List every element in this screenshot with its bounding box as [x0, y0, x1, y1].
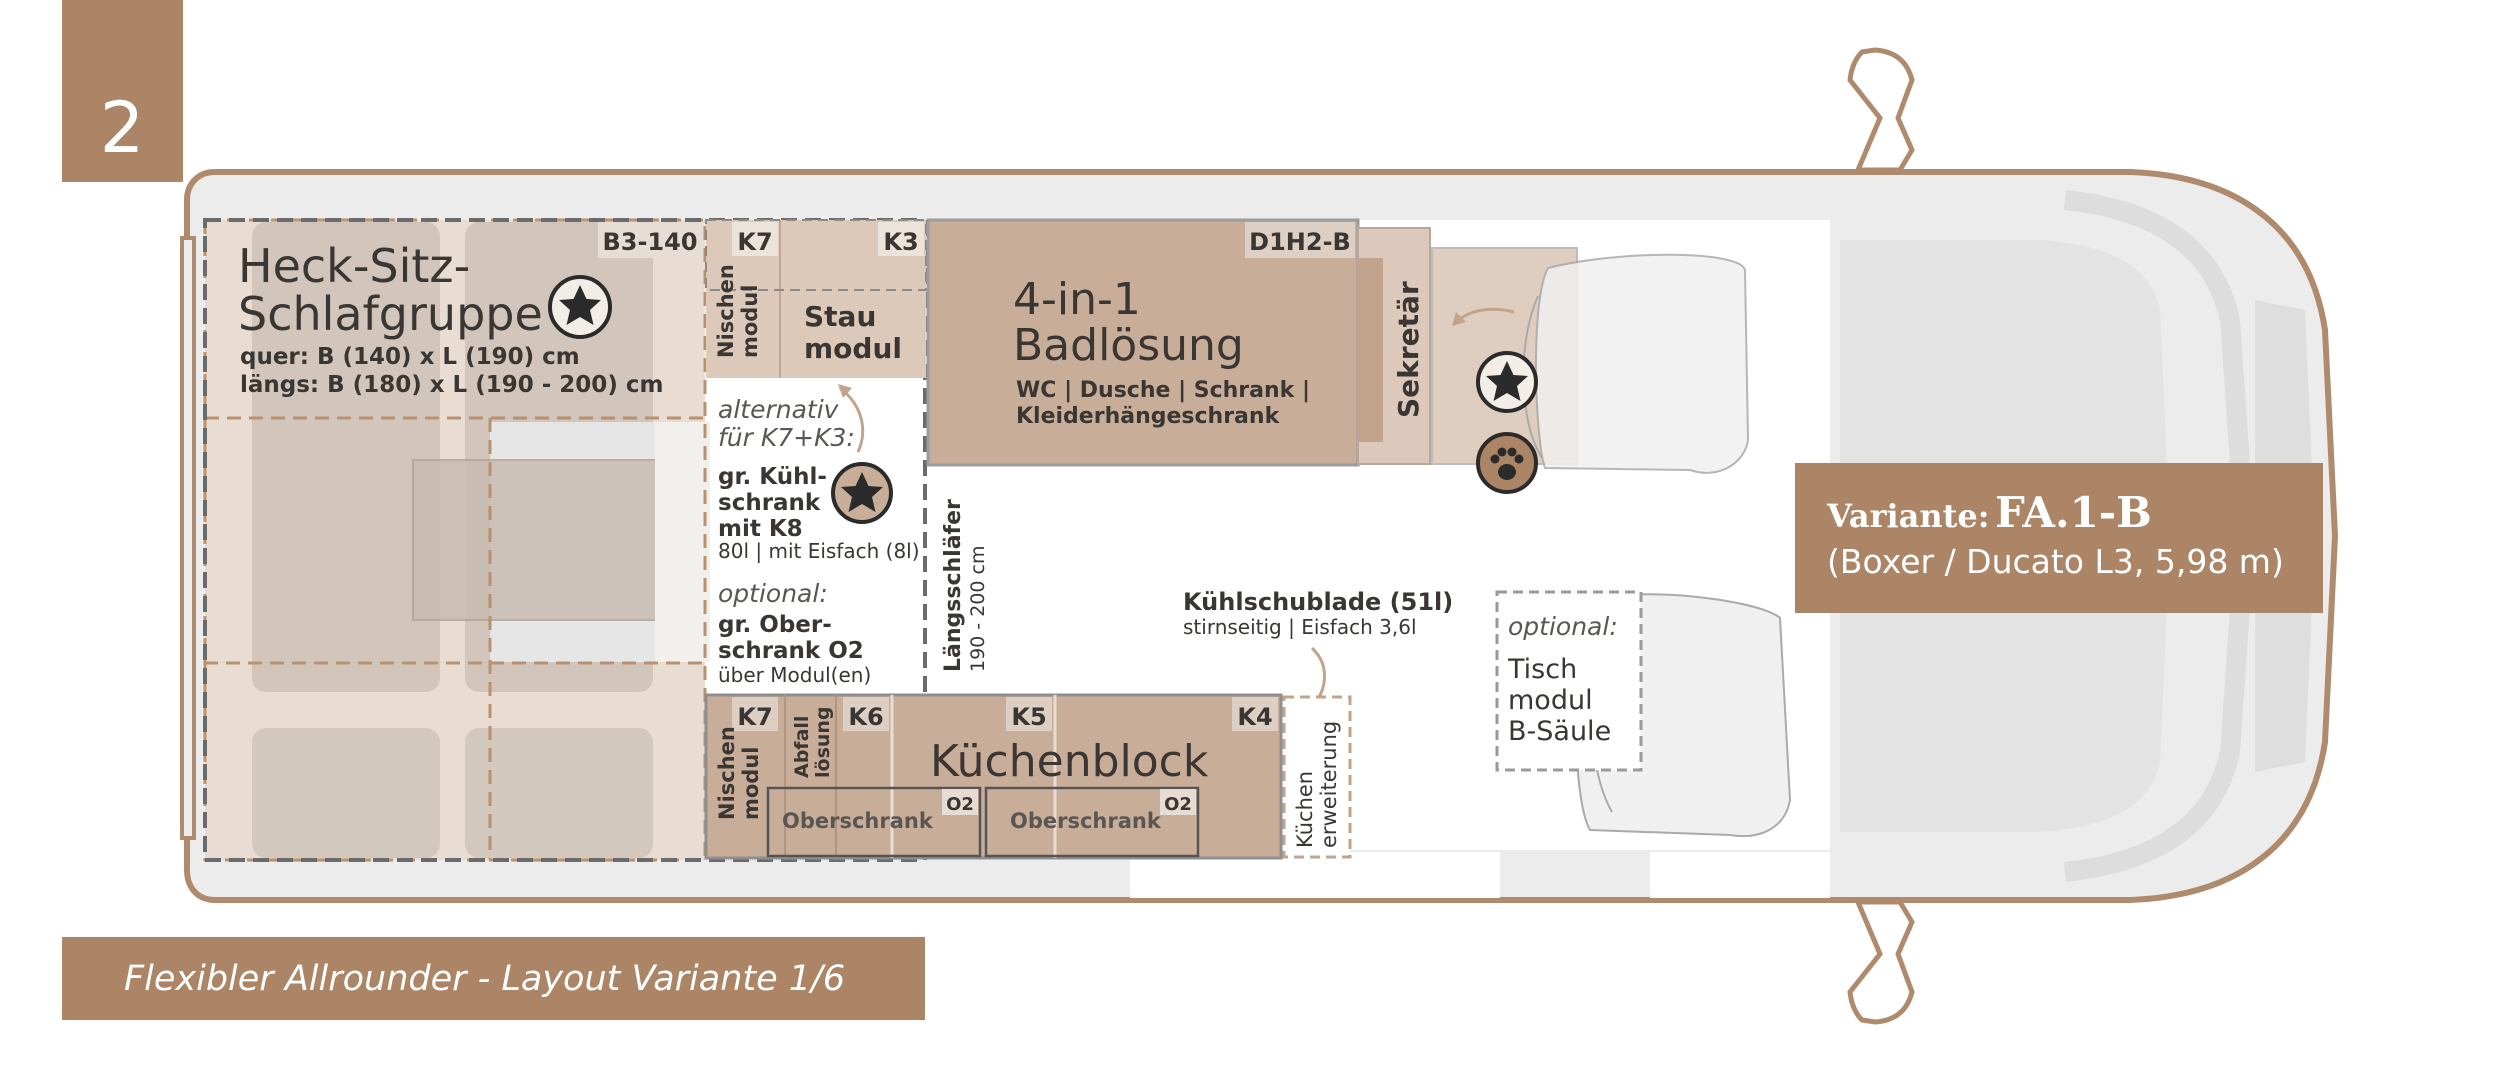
tag-k3-bg — [878, 222, 924, 256]
cabinet-left-label: Oberschrank — [782, 809, 934, 833]
floor-strip-right — [1650, 852, 1830, 898]
alternative-line-1: alternativ — [718, 395, 840, 424]
floor-strip-left — [1130, 852, 1500, 898]
kitchen-extension-line-1: Küchen — [1293, 771, 1317, 848]
bathroom-detail-1: WC | Dusche | Schrank | — [1016, 378, 1310, 403]
rear-group-spec-1: quer: B (140) x L (190) cm — [240, 344, 580, 370]
table-option-box — [1495, 590, 1643, 772]
tag-d1h2-b: D1H2-B — [1249, 228, 1351, 256]
long-sleeper-size: 190 - 200 cm — [967, 546, 989, 672]
star-icon — [548, 275, 612, 339]
secretary-label: Sekretär — [1392, 281, 1425, 418]
top-nische-line-1: Nischen — [714, 264, 738, 358]
rear-group-spec-2: längs: B (180) x L (190 - 200) cm — [240, 372, 663, 398]
fridge-detail: 80l | mit Eisfach (8l) — [718, 539, 920, 563]
stau-line-2: modul — [804, 332, 902, 365]
rear-table — [412, 459, 674, 621]
alternative-arrow-head — [838, 384, 852, 398]
rear-aisle-gap — [655, 422, 710, 662]
tag-k6: K6 — [848, 703, 883, 731]
kitchen-nische-line-2: modul — [739, 747, 763, 821]
stau-line-1: Stau — [804, 300, 876, 333]
tag-k4: K4 — [1237, 703, 1272, 731]
mirror-bottom — [1847, 899, 1915, 1025]
rear-footrest-left — [252, 728, 440, 858]
tag-k7-top: K7 — [737, 228, 772, 256]
table-option-line-1: Tisch — [1507, 654, 1577, 685]
bed-outline-cross — [203, 416, 707, 665]
variant-box — [1795, 463, 2323, 613]
variant-code: FA.1-B — [1995, 488, 2152, 537]
kitchen-title: Küchenblock — [930, 736, 1209, 787]
cool-drawer-detail: stirnseitig | Eisfach 3,6l — [1183, 615, 1417, 639]
footer-title: Flexibler Allrounder - Layout Variante 1… — [124, 959, 845, 999]
tag-o2-left-bg — [942, 789, 978, 815]
top-nische-line-2: modul — [738, 285, 762, 359]
rear-group-boundary — [203, 218, 927, 862]
number-badge — [62, 0, 183, 182]
kitchen-nische-line-1: Nischen — [715, 726, 739, 820]
variant-prefix: Variante: — [1826, 497, 1990, 535]
optional-cabinet-line-1: gr. Ober- — [718, 612, 832, 638]
table-option-line-3: B-Säule — [1508, 716, 1611, 747]
tag-b3-140: B3-140 — [602, 228, 697, 256]
secretary-inner — [1358, 258, 1383, 442]
tag-o2-left: O2 — [946, 794, 974, 815]
fridge-line-1: gr. Kühl- — [718, 464, 827, 490]
star-icon — [831, 462, 893, 524]
long-sleeper-label: Längsschläfer — [941, 499, 966, 672]
tag-b3-bg — [598, 222, 703, 258]
bathroom-title-2: Badlösung — [1013, 320, 1244, 371]
table-option-label: optional: — [1508, 612, 1618, 641]
kitchen-block — [704, 693, 1283, 860]
fridge-line-2: schrank — [718, 490, 821, 516]
mirror-top — [1847, 47, 1915, 173]
tag-k5-bg — [1006, 697, 1052, 731]
tag-o2-right-bg — [1160, 789, 1196, 815]
abfall-line-1: Abfall — [791, 716, 813, 778]
bathroom-detail-2: Kleiderhängeschrank — [1016, 404, 1281, 429]
kitchen-extension — [1282, 695, 1352, 859]
variant-subtitle: (Boxer / Ducato L3, 5,98 m) — [1827, 542, 2284, 581]
optional-cabinet-label: optional: — [718, 579, 828, 608]
rear-group-title-2: Schlafgruppe — [238, 287, 543, 341]
tag-k4-bg — [1232, 697, 1278, 731]
rear-group-title-1: Heck-Sitz- — [238, 239, 470, 293]
tag-k7-top-bg — [732, 222, 778, 256]
top-module-dashed — [705, 219, 927, 291]
alternative-line-2: für K7+K3: — [718, 423, 855, 452]
swivel-arrow-head — [1452, 312, 1466, 326]
optional-cabinet-line-2: schrank O2 — [718, 638, 864, 664]
cabinet-left — [766, 786, 982, 858]
number-badge-text: 2 — [100, 87, 145, 169]
bathroom-title-1: 4-in-1 — [1013, 274, 1141, 325]
footer-banner — [62, 937, 925, 1020]
cabinet-right — [984, 786, 1200, 858]
tag-k6-bg — [843, 697, 889, 731]
rear-seat-left — [252, 222, 440, 692]
kitchen-extension-line-2: erweiterung — [1317, 721, 1341, 848]
table-option-line-2: modul — [1508, 685, 1593, 716]
bathroom-block — [926, 218, 1360, 467]
tag-d1h2-bg — [1245, 222, 1355, 258]
paw-icon — [1476, 432, 1538, 494]
fridge-line-3: mit K8 — [718, 516, 803, 542]
optional-cabinet-detail: über Modul(en) — [718, 663, 871, 687]
tag-o2-right: O2 — [1164, 794, 1192, 815]
rear-bumper — [180, 236, 196, 840]
cool-drawer-title: Kühlschublade (51l) — [1183, 588, 1453, 616]
tag-k7-kitchen: K7 — [737, 703, 772, 731]
rear-footrest-right — [465, 728, 653, 858]
abfall-line-2: lösung — [812, 706, 834, 778]
driver-seat — [1534, 253, 1750, 474]
star-icon — [1476, 351, 1538, 413]
tag-k5: K5 — [1011, 703, 1046, 731]
cabinet-right-label: Oberschrank — [1010, 809, 1162, 833]
tag-k7-kitchen-bg — [732, 697, 778, 731]
tag-k3: K3 — [883, 228, 918, 256]
